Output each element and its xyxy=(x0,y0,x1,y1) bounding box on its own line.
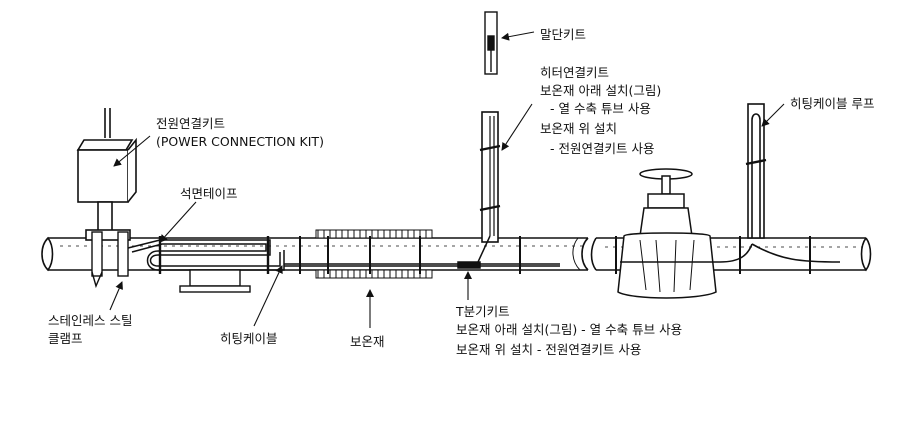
stainless-steel-clamp xyxy=(91,231,129,289)
label-heating-cable-loop: 히팅케이블 루프 xyxy=(790,96,875,111)
label-stainless-clamp-line1: 스테인레스 스틸 xyxy=(48,313,133,328)
label-heating-cable: 히팅케이블 xyxy=(220,331,278,346)
heating-cable-loops xyxy=(127,236,285,274)
label-t-kit-line1: 보온재 아래 설치(그림) - 열 수축 튜브 사용 xyxy=(456,322,683,337)
label-end-kit: 말단키트 xyxy=(540,27,587,42)
label-t-kit-title: T분기키트 xyxy=(456,304,510,319)
label-heater-kit-line2: - 열 수축 튜브 사용 xyxy=(550,101,651,116)
power-connection-box xyxy=(76,108,137,241)
pipe-straps xyxy=(299,236,811,274)
flange xyxy=(179,269,251,293)
heating-cable-loop xyxy=(620,103,841,263)
t-splice-kit xyxy=(457,261,481,269)
valve xyxy=(617,168,717,299)
label-heater-kit-line3: 보온재 위 설치 xyxy=(540,121,617,136)
end-kit xyxy=(484,11,498,75)
label-heater-kit-line1: 보온재 아래 설치(그림) xyxy=(540,83,662,98)
label-heater-kit-line4: - 전원연결키트 사용 xyxy=(550,141,655,156)
label-heater-kit-title: 히터연결키트 xyxy=(540,65,610,80)
label-stainless-clamp-line2: 클램프 xyxy=(48,331,83,346)
label-t-kit-line2: 보온재 위 설치 - 전원연결키트 사용 xyxy=(456,342,642,357)
insulation-block xyxy=(315,229,433,279)
label-power-kit: 전원연결키트 xyxy=(156,116,226,131)
leader-lines xyxy=(109,31,785,328)
heating-cable-line xyxy=(284,263,560,267)
label-asbestos-tape: 석면테이프 xyxy=(180,186,238,201)
vertical-riser xyxy=(479,111,501,243)
label-insulation: 보온재 xyxy=(350,334,385,349)
label-power-kit-en: (POWER CONNECTION KIT) xyxy=(156,134,324,149)
